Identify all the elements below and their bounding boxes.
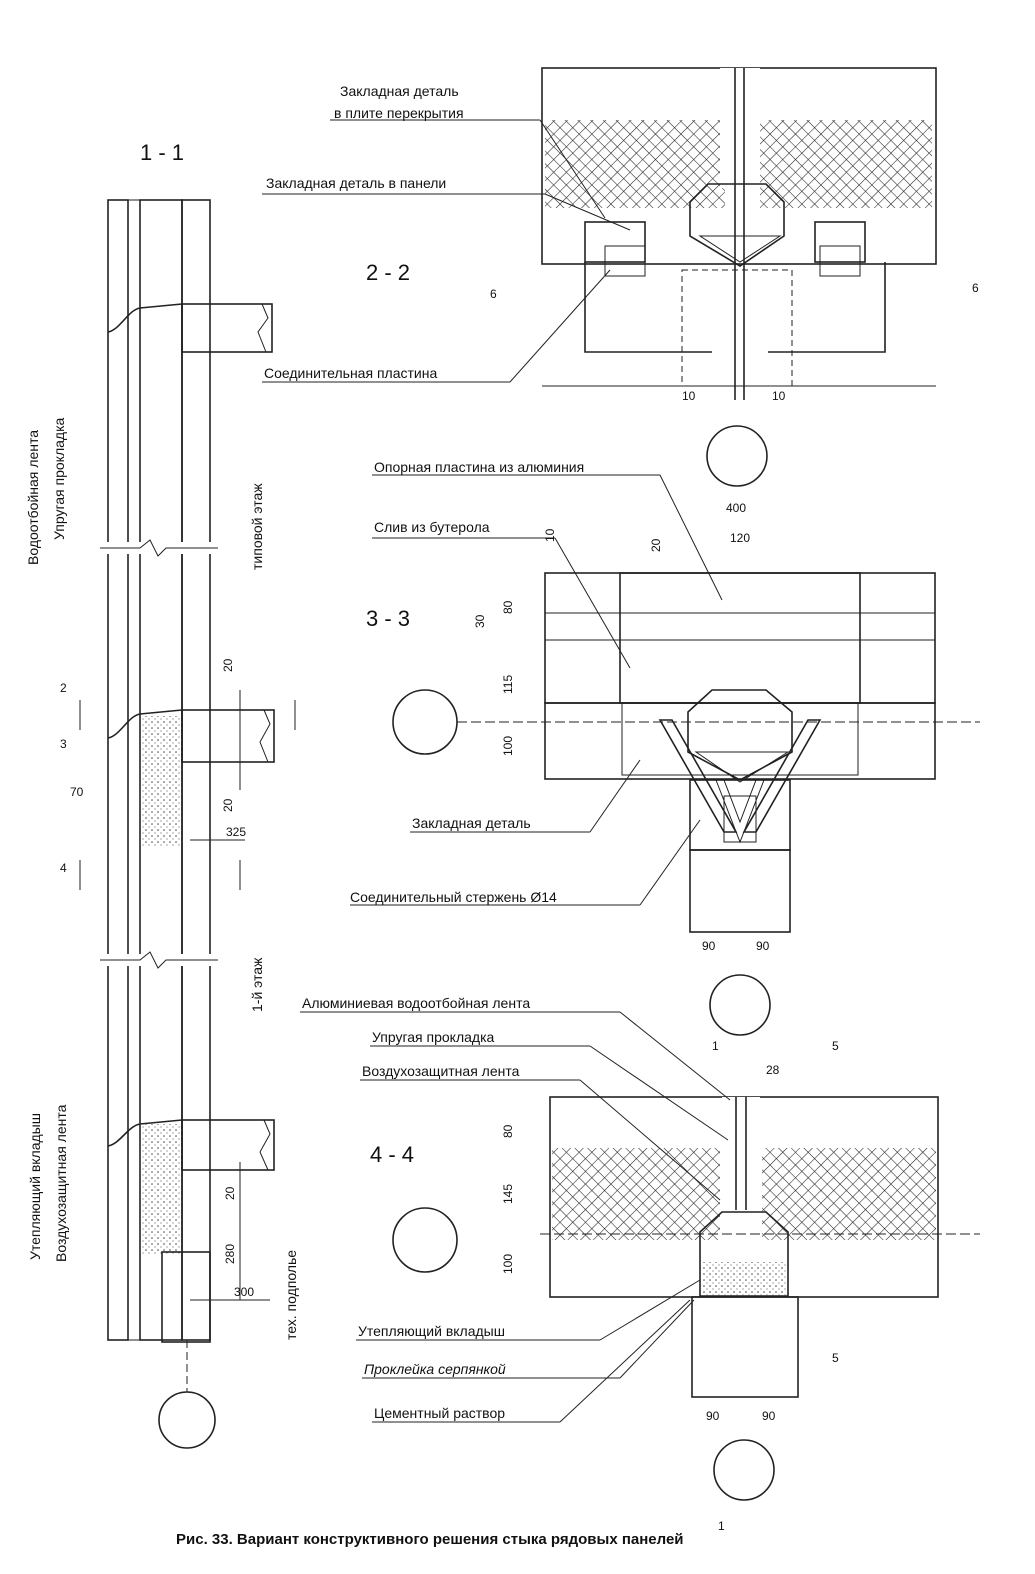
label-sliv: Слив из бутерола xyxy=(374,519,490,535)
dim-325: 325 xyxy=(226,825,246,839)
section-title-1-1: 1 - 1 xyxy=(140,140,184,165)
dim-70: 70 xyxy=(70,785,84,799)
cut-mark-2-left: 2 xyxy=(60,681,67,695)
dim-10-left: 10 xyxy=(682,389,696,403)
dim-1-a: 1 xyxy=(712,1039,719,1053)
label-uteplyayushchiy-44: Утепляющий вкладыш xyxy=(358,1323,505,1339)
dim-5-a: 5 xyxy=(832,1039,839,1053)
dim-10-top: 10 xyxy=(543,528,557,542)
label-cement: Цементный раствор xyxy=(374,1405,505,1421)
section-2-2-drawing xyxy=(541,67,937,487)
dim-80-b: 80 xyxy=(501,1124,515,1138)
label-opornaya: Опорная пластина из алюминия xyxy=(374,459,584,475)
section-title-2-2: 2 - 2 xyxy=(366,260,410,285)
dim-90-b: 90 xyxy=(756,939,770,953)
section-title-4-4: 4 - 4 xyxy=(370,1142,414,1167)
dim-28: 28 xyxy=(766,1063,780,1077)
cut-mark-4-left: 4 xyxy=(60,861,67,875)
dim-5-b: 5 xyxy=(832,1351,839,1365)
dim-90-c: 90 xyxy=(706,1409,720,1423)
dim-20-top: 20 xyxy=(649,538,663,552)
dim-120: 120 xyxy=(730,531,750,545)
dim-400: 400 xyxy=(726,501,746,515)
dim-300: 300 xyxy=(234,1285,254,1299)
label-zakladnaya-plita-1: Закладная деталь xyxy=(340,83,459,99)
dim-100-a: 100 xyxy=(501,736,515,756)
dim-100-b: 100 xyxy=(501,1254,515,1274)
cut-mark-3-left: 3 xyxy=(60,737,67,751)
label-al-lenta: Алюминиевая водоотбойная лента xyxy=(302,995,530,1011)
label-uprugaya-44: Упругая прокладка xyxy=(372,1029,495,1045)
label-vozdukhozashchitnaya-vertical: Воздухозащитная лента xyxy=(53,1104,69,1262)
label-zakladnaya-detal: Закладная деталь xyxy=(412,815,531,831)
label-zakladnaya-panel: Закладная деталь в панели xyxy=(266,175,446,191)
label-vodootboynaya-vertical: Водоотбойная лента xyxy=(25,430,41,565)
dim-90-a: 90 xyxy=(702,939,716,953)
leader-lines xyxy=(262,119,731,1423)
dim-20-c: 20 xyxy=(223,1186,237,1200)
dim-1-b: 1 xyxy=(718,1519,725,1533)
label-zakladnaya-plita-2: в плите перекрытия xyxy=(334,105,464,121)
label-prokleyka: Проклейка серпянкой xyxy=(364,1361,506,1377)
label-tipovoy-etazh: типовой этаж xyxy=(249,483,265,570)
label-perviy-etazh: 1-й этаж xyxy=(249,957,265,1012)
label-soed-sterzhen: Соединительный стержень Ø14 xyxy=(350,889,557,905)
label-tekh-podpolye: тех. подполье xyxy=(283,1250,299,1340)
dim-280: 280 xyxy=(223,1244,237,1264)
dim-145: 145 xyxy=(501,1184,515,1204)
section-title-3-3: 3 - 3 xyxy=(366,606,410,631)
dim-20-a: 20 xyxy=(221,658,235,672)
dim-115: 115 xyxy=(501,675,515,694)
label-uteplyayushchiy-vertical: Утепляющий вкладыш xyxy=(27,1113,43,1260)
section-4-4-drawing xyxy=(392,1096,980,1501)
dim-30: 30 xyxy=(473,614,487,628)
section-3-3-drawing xyxy=(392,572,980,1036)
dim-6-right: 6 xyxy=(972,281,979,295)
dim-90-d: 90 xyxy=(762,1409,776,1423)
dim-10-right: 10 xyxy=(772,389,786,403)
label-vozdukh-44: Воздухозащитная лента xyxy=(362,1063,520,1079)
dim-6-left: 6 xyxy=(490,287,497,301)
dim-20-b: 20 xyxy=(221,798,235,812)
dim-80-a: 80 xyxy=(501,600,515,614)
label-soed-plastina: Соединительная пластина xyxy=(264,365,437,381)
section-1-1-drawing xyxy=(79,199,296,1449)
figure-caption: Рис. 33. Вариант конструктивного решения… xyxy=(176,1531,684,1548)
label-uprugaya-vertical: Упругая прокладка xyxy=(51,417,67,540)
